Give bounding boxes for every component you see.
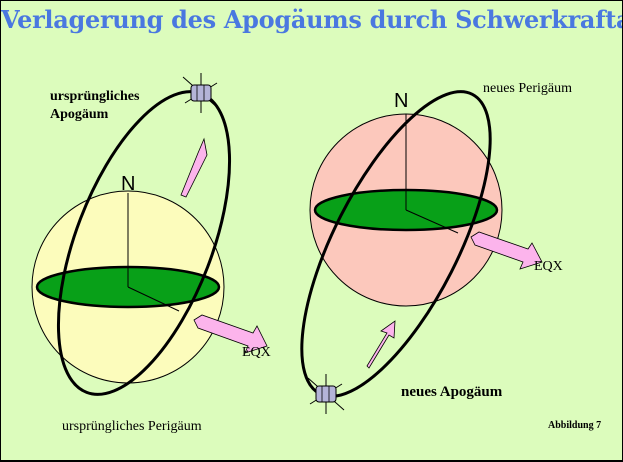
left-eqx-label: EQX (242, 345, 271, 360)
left-globe (31, 73, 268, 396)
right-globe (300, 90, 543, 414)
right-apogee-label: neues Apogäum (401, 384, 503, 400)
right-orbit-direction-arrow (366, 320, 396, 369)
left-north-label: N (121, 173, 136, 195)
left-orbit-direction-arrow (180, 137, 208, 198)
left-perigee-label: ursprüngliches Perigäum (62, 419, 202, 434)
right-eqx-arrow (470, 231, 543, 270)
left-radius-line (127, 286, 180, 312)
left-apogee-label-line1: ursprüngliches (50, 89, 140, 104)
left-eqx-arrow (193, 314, 268, 354)
left-apogee-label-line2: Apogäum (50, 107, 109, 122)
right-eqx-label: EQX (534, 259, 563, 274)
left-satellite-icon (182, 73, 220, 113)
right-radius-line (405, 209, 459, 234)
right-perigee-label: neues Perigäum (483, 81, 573, 96)
right-satellite-icon (307, 374, 345, 414)
figure-number: Abbildung 7 (548, 420, 602, 431)
right-north-label: N (394, 90, 409, 112)
diagram-title: Verlagerung des Apogäums durch Schwerkra… (1, 5, 622, 34)
